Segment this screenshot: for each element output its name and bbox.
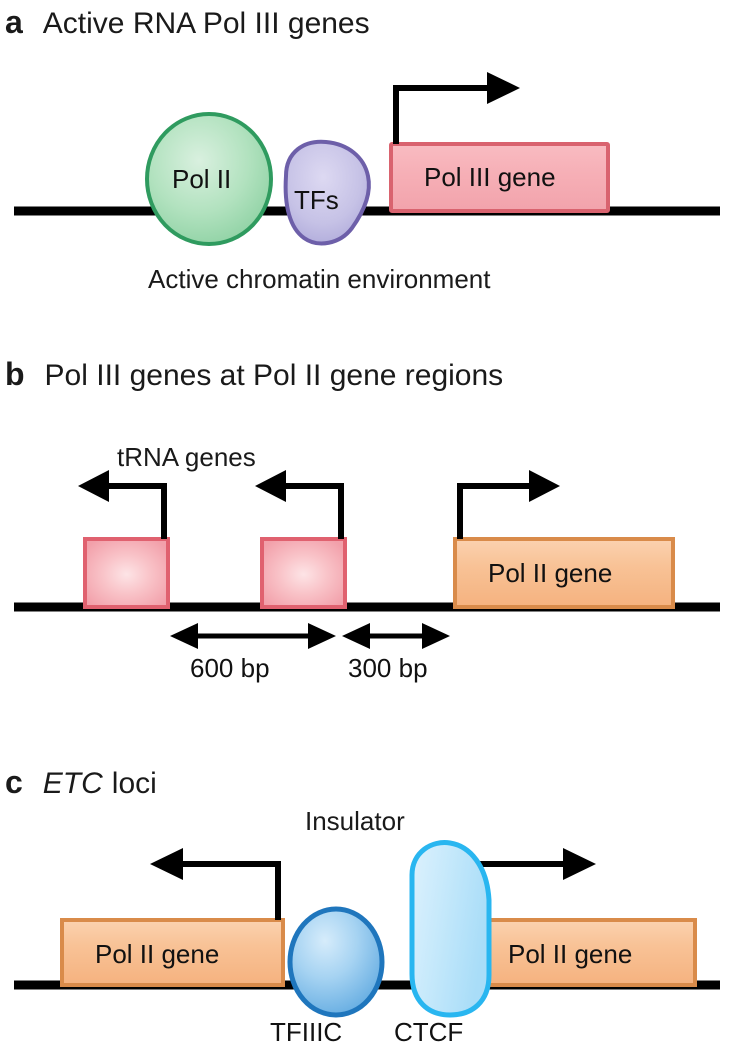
ctcf-protein [409, 840, 492, 1018]
panel-b-letter: b [5, 356, 25, 392]
panel-a-graphics [14, 72, 720, 246]
pol-ii-arrow-line [457, 483, 534, 539]
pol-iii-gene-box-label: Pol III gene [424, 162, 556, 192]
right-gene-arrowhead [563, 848, 596, 880]
pol-ii-gene-box-label-panel-b: Pol II gene [488, 558, 613, 588]
trna-arrowhead-2 [255, 470, 286, 502]
distance-600bp-label: 600 bp [190, 653, 270, 683]
panel-c-title-italic: ETC [42, 767, 103, 800]
panel-c-graphics [14, 840, 720, 1018]
tfs-complex [283, 139, 371, 246]
distance-600bp-arrowhead-left [170, 623, 198, 649]
insulator-label: Insulator [305, 806, 405, 836]
trna-arrowhead-1 [78, 470, 109, 502]
panel-b-graphics [14, 470, 720, 649]
trna-genes-label: tRNA genes [117, 442, 256, 472]
panel-a-title: Active RNA Pol III genes [42, 7, 370, 40]
pol-ii-gene-box [453, 537, 675, 609]
pol-ii-gene-box-right-label: Pol II gene [508, 939, 633, 969]
panel-a-letter: a [5, 4, 23, 40]
tfiiic-protein [287, 906, 385, 1018]
distance-300bp-arrowhead-left [342, 623, 370, 649]
pol-ii-complex-label: Pol II [172, 164, 232, 194]
tss-arrow-line-panel-a [393, 85, 492, 144]
distance-300bp-label: 300 bp [348, 653, 428, 683]
pol-ii-arrowhead [529, 470, 560, 502]
active-chromatin-caption: Active chromatin environment [148, 264, 491, 294]
panel-c-title-rest: loci [111, 767, 157, 800]
panel-c-letter: c [5, 764, 23, 800]
pol-ii-complex [145, 112, 273, 246]
pol-ii-gene-box-left-label: Pol II gene [95, 939, 220, 969]
pol-iii-gene-box [389, 142, 610, 213]
left-gene-arrowhead [150, 848, 183, 880]
ctcf-label: CTCF [394, 1017, 464, 1047]
distance-300bp-arrowhead-right [422, 623, 450, 649]
tfiiic-label: TFIIIC [270, 1017, 343, 1047]
panel-b-heading: b Pol III genes at Pol II gene regions [5, 358, 503, 391]
tss-arrowhead-panel-a [487, 72, 520, 104]
tfs-complex-label: TFs [294, 185, 339, 215]
trna-gene-box-1 [83, 537, 170, 609]
distance-600bp-arrowhead-right [308, 623, 336, 649]
panel-a-heading: a Active RNA Pol III genes [5, 6, 370, 39]
panel-b-title: Pol III genes at Pol II gene regions [44, 359, 504, 392]
pol-ii-gene-box-left [60, 918, 285, 987]
left-gene-arrow-line [178, 861, 281, 920]
trna-arrow-line-1 [104, 483, 167, 539]
trna-gene-box-2 [260, 537, 347, 609]
right-gene-arrow-line [476, 861, 568, 920]
trna-arrow-line-2 [281, 483, 344, 539]
